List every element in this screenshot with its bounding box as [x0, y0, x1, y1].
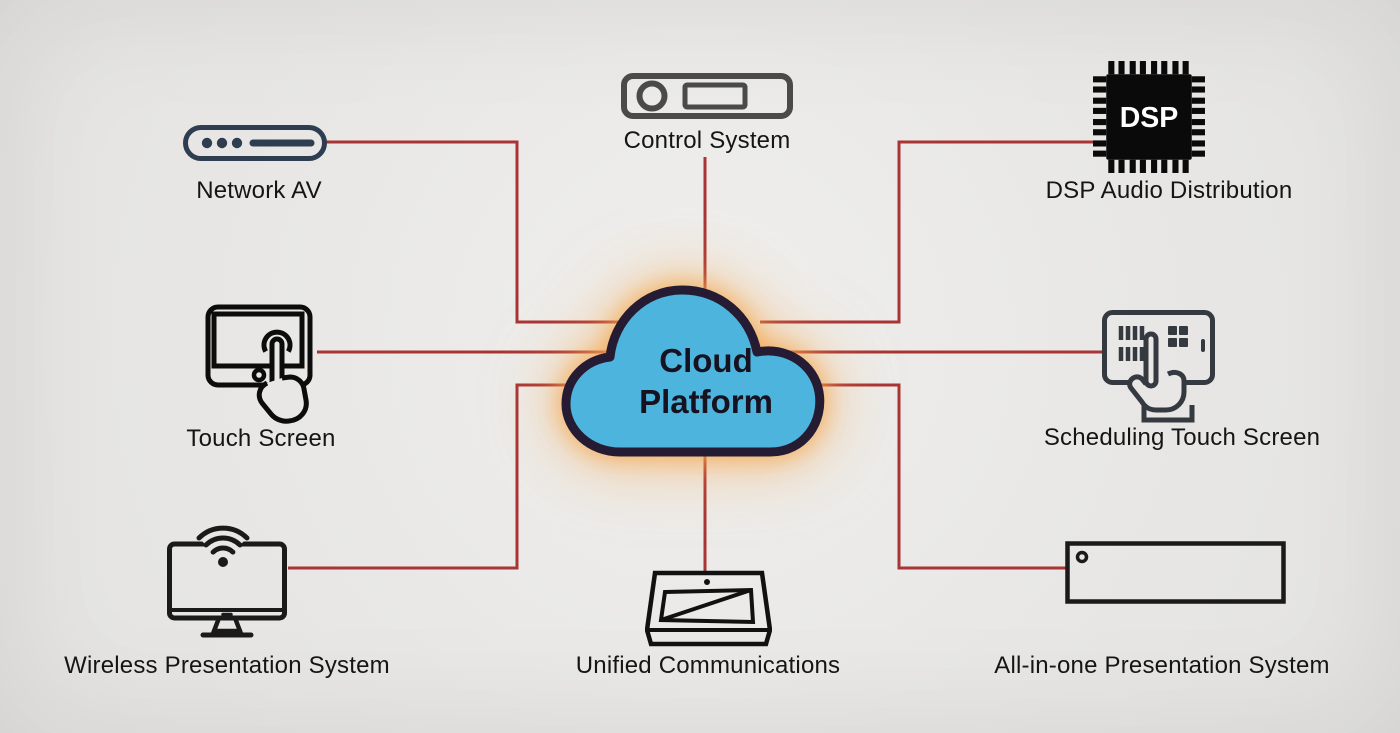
control-system-icon — [621, 73, 793, 119]
label-network-av: Network AV — [196, 177, 322, 204]
cloud-platform-label: Cloud Platform — [639, 341, 773, 420]
connector-network-av — [325, 140, 660, 324]
network-av-icon — [183, 125, 327, 161]
cloud-platform-node: Cloud Platform — [558, 280, 854, 462]
label-scheduling-touch-screen: Scheduling Touch Screen — [1043, 424, 1321, 451]
label-all-in-one-presentation-system: All-in-one Presentation System — [994, 652, 1330, 679]
label-wireless-presentation-system: Wireless Presentation System — [64, 652, 390, 679]
label-touch-screen: Touch Screen — [186, 425, 336, 452]
all-in-one-presentation-icon — [1065, 541, 1286, 604]
scheduling-touch-screen-icon — [1102, 310, 1215, 423]
connector-dsp-audio — [760, 140, 1097, 324]
wireless-presentation-icon — [167, 521, 287, 638]
connector-all-in-one — [770, 383, 1066, 570]
cloud-icon — [561, 285, 825, 457]
unified-communications-icon — [645, 570, 772, 647]
dsp-chip-icon: DSP — [1093, 61, 1205, 173]
label-dsp-audio-distribution: DSP Audio Distribution — [1045, 177, 1293, 204]
dsp-chip-text: DSP — [1120, 102, 1179, 134]
touch-screen-icon — [205, 304, 313, 424]
label-unified-communications: Unified Communications — [575, 652, 841, 679]
label-control-system: Control System — [623, 127, 791, 154]
